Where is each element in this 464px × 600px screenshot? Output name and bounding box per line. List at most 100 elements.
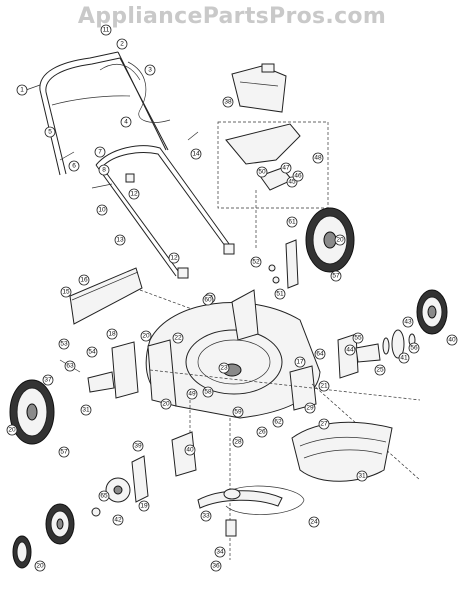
callout-62: 62 [272,416,284,428]
svg-text:42: 42 [114,517,122,524]
callout-55: 55 [352,332,364,344]
svg-text:58: 58 [204,389,212,396]
svg-text:64: 64 [316,351,324,358]
callout-29: 29 [304,402,316,414]
svg-text:31: 31 [358,473,366,480]
callout-57-a: 57 [330,270,342,282]
svg-text:38: 38 [224,99,232,106]
callout-43: 43 [402,316,414,328]
callout-18: 18 [106,328,118,340]
svg-text:16: 16 [80,277,88,284]
svg-text:12: 12 [130,191,138,198]
callout-4: 4 [120,116,132,128]
callout-63: 63 [64,360,76,372]
svg-text:62: 62 [274,419,282,426]
callout-46: 46 [292,170,304,182]
svg-text:20: 20 [36,563,44,570]
right-front-wheel [416,289,448,335]
callout-22: 22 [172,332,184,344]
callout-60: 60 [202,294,214,306]
callout-25: 25 [374,364,386,376]
callout-20-e: 20 [34,560,46,572]
svg-text:45: 45 [288,179,296,186]
svg-text:20: 20 [336,237,344,244]
callout-51: 51 [274,288,286,300]
svg-text:33: 33 [202,513,210,520]
callout-48: 48 [312,152,324,164]
callout-44: 44 [344,344,356,356]
callout-2: 2 [116,38,128,50]
callout-37: 37 [42,374,54,386]
svg-text:18: 18 [108,331,116,338]
callout-17: 17 [294,356,306,368]
callout-40-b: 40 [184,444,196,456]
callout-61: 61 [286,216,298,228]
svg-text:53: 53 [60,341,68,348]
svg-text:39: 39 [134,443,142,450]
svg-text:40: 40 [186,447,194,454]
watermark: AppliancePartsPros.com [77,4,387,29]
callout-54: 54 [86,346,98,358]
callout-13: 13 [114,234,126,246]
callout-16: 16 [78,274,90,286]
callout-41: 41 [398,352,410,364]
svg-text:20: 20 [162,401,170,408]
left-rear-wheel [9,379,55,445]
callout-7: 7 [94,146,106,158]
svg-text:26: 26 [258,429,266,436]
callout-26: 26 [256,426,268,438]
callout-20-b: 20 [140,330,152,342]
left-front-wheel [45,503,75,545]
callout-31-a: 31 [80,404,92,416]
callout-23: 23 [218,362,230,374]
callout-14: 14 [190,148,202,160]
svg-text:56: 56 [410,345,418,352]
svg-text:28: 28 [234,439,242,446]
callout-10: 10 [96,204,108,216]
grass-bag [291,421,393,482]
svg-text:36: 36 [212,563,220,570]
callout-6: 6 [68,160,80,172]
svg-text:14: 14 [192,151,200,158]
svg-text:52: 52 [252,259,260,266]
svg-text:24: 24 [310,519,318,526]
svg-text:22: 22 [174,335,182,342]
svg-text:27: 27 [320,421,328,428]
callout-11: 11 [100,24,112,36]
callout-42: 42 [112,514,124,526]
svg-text:57: 57 [60,449,68,456]
svg-text:10: 10 [98,207,106,214]
lower-handle [95,145,235,279]
svg-text:12: 12 [170,255,178,262]
callout-20-d: 20 [6,424,18,436]
callout-59: 59 [232,406,244,418]
callout-50: 50 [256,166,268,178]
svg-text:20: 20 [142,333,150,340]
callout-15: 15 [60,286,72,298]
svg-text:63: 63 [66,363,74,370]
callout-19: 19 [138,500,150,512]
rear-flap [69,267,143,325]
svg-text:57: 57 [332,273,340,280]
callout-49: 49 [186,388,198,400]
callout-27: 27 [318,418,330,430]
callout-64: 64 [314,348,326,360]
svg-text:54: 54 [88,349,96,356]
svg-text:20: 20 [8,427,16,434]
svg-text:49: 49 [188,391,196,398]
callout-28: 28 [232,436,244,448]
svg-text:43: 43 [404,319,412,326]
right-rear-wheel [305,207,355,273]
svg-text:7: 7 [98,149,102,156]
svg-text:8: 8 [102,167,106,174]
callout-47: 47 [280,162,292,174]
callout-12-lower: 12 [168,252,180,264]
callout-36: 36 [210,560,222,572]
svg-text:19: 19 [140,503,148,510]
svg-text:51: 51 [276,291,284,298]
svg-text:31: 31 [82,407,90,414]
callout-5: 5 [44,126,56,138]
callout-65: 65 [98,490,110,502]
svg-text:4: 4 [124,119,128,126]
